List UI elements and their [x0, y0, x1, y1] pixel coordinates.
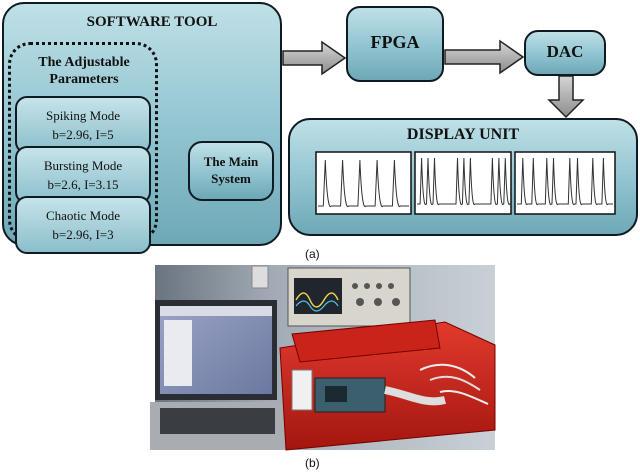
software-tool-title: SOFTWARE TOOL: [86, 14, 218, 30]
spiking-mode-box: Spiking Mode b=2.96, I=5: [15, 96, 151, 154]
spiking-trace: [318, 159, 409, 208]
adjustable-parameters-title: The Adjustable Parameters: [14, 54, 154, 88]
arrow-software-to-fpga: [282, 40, 347, 76]
dac-label: DAC: [546, 42, 584, 61]
main-system-box: [188, 141, 274, 201]
adjustable-parameters-line2: Parameters: [49, 72, 119, 87]
display-unit-title: DISPLAY UNIT: [406, 126, 520, 143]
chaotic-mode-box: Chaotic Mode b=2.96, I=3: [15, 196, 151, 254]
arrow-fpga-to-dac: [444, 39, 525, 75]
adjustable-parameters-line1: The Adjustable: [38, 55, 130, 70]
chaotic-mode-params: b=2.96, I=3: [52, 227, 114, 242]
chaotic-mode-name: Chaotic Mode: [45, 208, 120, 223]
main-system-label: The Main System: [188, 153, 274, 187]
bursting-trace: [417, 157, 511, 206]
fpga-label: FPGA: [370, 32, 420, 52]
chaotic-trace: [517, 157, 613, 206]
wall-outlet: [251, 265, 269, 289]
dac-box: [524, 30, 606, 76]
laptop: [150, 300, 290, 450]
fpga-trainer-board: [279, 319, 496, 451]
bursting-mode-box: Bursting Mode b=2.6, I=3.15: [15, 146, 151, 204]
spiking-mode-params: b=2.96, I=5: [52, 127, 114, 142]
spiking-mode-name: Spiking Mode: [45, 108, 121, 123]
oscilloscope: [287, 267, 411, 327]
caption-a: (a): [305, 247, 320, 261]
caption-b: (b): [305, 456, 320, 470]
fpga-box: [346, 6, 444, 82]
main-system-line1: The Main: [203, 154, 259, 169]
arrow-dac-to-display: [547, 75, 585, 119]
main-system-line2: System: [211, 171, 251, 186]
bursting-mode-name: Bursting Mode: [43, 158, 123, 173]
bursting-mode-params: b=2.6, I=3.15: [47, 177, 119, 192]
